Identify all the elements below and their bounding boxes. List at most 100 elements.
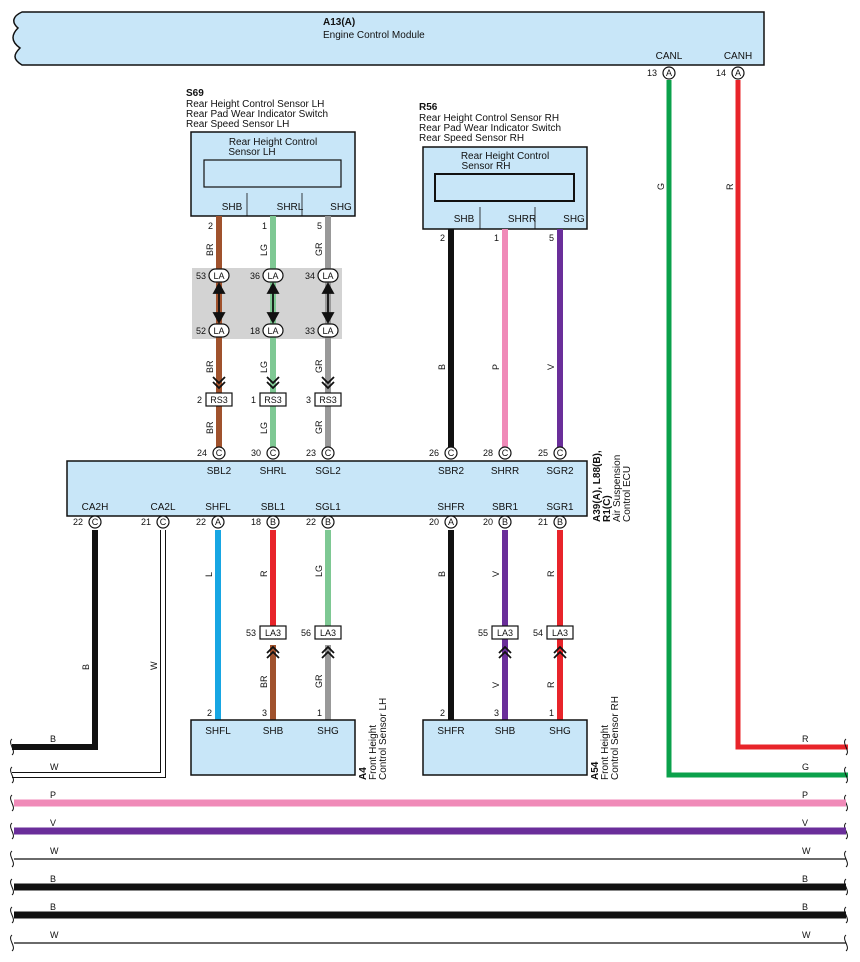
rs3-conn: RS3: [264, 395, 282, 405]
la-conn: LA: [322, 326, 333, 336]
pin-circle: [444, 515, 458, 529]
wire-label-g: G: [656, 183, 666, 190]
a4-pin-label: SHFL: [205, 726, 231, 737]
ecu-pin-label: SGL1: [315, 502, 341, 513]
la3-conn: LA3: [265, 628, 281, 638]
wire-break-mark: [844, 766, 848, 784]
pin-circle: [662, 66, 676, 80]
chevron-down-icon: [266, 376, 280, 390]
pin-number: 2: [197, 395, 202, 405]
pin-conn-letter: B: [502, 517, 508, 527]
pin-circle: [498, 515, 512, 529]
bus-label: G: [802, 762, 809, 772]
pin-number: 20: [483, 517, 493, 527]
ecm-pins: 13 A 14 A: [647, 66, 745, 80]
bus-label: B: [50, 734, 56, 744]
pin-conn-letter: A: [215, 517, 221, 527]
pin-number: 30: [251, 448, 261, 458]
bus-label: W: [802, 846, 811, 856]
r56-inner-line-1: Rear Height Control: [461, 151, 549, 162]
s69-pin-label: SHB: [222, 202, 243, 213]
ecu-pin-label: SHFR: [437, 502, 464, 513]
chevron-down-icon: [212, 376, 226, 390]
ecu-pin-label: SBL2: [207, 466, 232, 477]
ecu-name-line-2: Control ECU: [622, 466, 633, 522]
ecu-pin-label: SHFL: [205, 502, 231, 513]
pin-number: 3: [262, 708, 267, 718]
wire-label-v: V: [546, 364, 556, 370]
wire-label-p: P: [491, 364, 501, 370]
pin-circle: [321, 446, 335, 460]
wire-label-r: R: [546, 570, 556, 577]
r56-line-3: Rear Speed Sensor RH: [419, 133, 524, 144]
rs3-box: [205, 392, 233, 407]
a4-name-line-1: Front Height: [368, 725, 379, 780]
bus-label: R: [802, 734, 809, 744]
chevron-up-icon: [498, 645, 512, 659]
bus-label: V: [802, 818, 808, 828]
pin-circle: [498, 446, 512, 460]
wire-label-gr: GR: [314, 242, 324, 256]
pin-conn-letter: B: [557, 517, 563, 527]
wire-break-mark: [844, 738, 848, 756]
s69-pin-label: SHRL: [277, 202, 304, 213]
a54-pin-label: SHG: [549, 726, 571, 737]
pin-number: 5: [549, 233, 554, 243]
r56-inner-line-2: Sensor RH: [462, 161, 511, 172]
la-pill: [317, 268, 339, 283]
a54-block: 2 3 1 SHFR SHB SHG A54 Front Height Cont…: [422, 696, 621, 780]
pin-conn-letter: C: [92, 517, 99, 527]
wire-ca2l-w-outline: [12, 530, 166, 778]
pin-number: 56: [301, 628, 311, 638]
rs3-box: [259, 392, 287, 407]
pin-circle: [212, 446, 226, 460]
wire-canl-g: [666, 80, 848, 778]
bus-label: W: [50, 846, 59, 856]
ecm-box: [12, 11, 765, 66]
la-conn: LA: [267, 326, 278, 336]
ecu-pin-label: CA2H: [82, 502, 109, 513]
la-conn: LA: [322, 271, 333, 281]
pin-conn-letter: C: [557, 448, 564, 458]
pin-conn-letter: A: [448, 517, 454, 527]
ecm-pin-canh-label: CANH: [724, 51, 752, 62]
la-connectors: 53 LA 36 LA 34 LA 52 LA 18 LA 33 LA: [196, 268, 339, 338]
r56-box: [422, 146, 588, 230]
ecu-box: [66, 460, 588, 517]
wire-label-gr: GR: [314, 420, 324, 434]
double-arrow-icon: [266, 282, 280, 324]
pin-conn-letter: C: [270, 448, 277, 458]
pin-circle: [88, 515, 102, 529]
ecm-id: A13(A): [323, 17, 355, 28]
pin-conn-letter: A: [666, 68, 672, 78]
pin-conn-letter: B: [270, 517, 276, 527]
s69-inner-line-2: Sensor LH: [228, 147, 275, 158]
wire-label-lg: LG: [259, 244, 269, 256]
rs3-conn: RS3: [210, 395, 228, 405]
a54-id: A54: [590, 761, 601, 780]
a4-pin-label: SHG: [317, 726, 339, 737]
pin-number: 1: [494, 233, 499, 243]
s69-box: [190, 131, 356, 217]
ecu-pin-label: SBR1: [492, 502, 519, 513]
pin-number: 33: [305, 326, 315, 336]
bus-label: B: [50, 902, 56, 912]
wire-break-mark: [10, 878, 14, 896]
wire-label-lg: LG: [314, 565, 324, 577]
chevron-up-icon: [321, 645, 335, 659]
wire-label-v: V: [491, 571, 501, 577]
pin-number: 2: [208, 221, 213, 231]
pin-circle: [266, 446, 280, 460]
pin-number: 5: [317, 221, 322, 231]
s69-inner-line-1: Rear Height Control: [229, 137, 317, 148]
a54-name-line-1: Front Height: [600, 725, 611, 780]
pin-number: 52: [196, 326, 206, 336]
r56-line-2: Rear Pad Wear Indicator Switch: [419, 123, 561, 134]
wire-break-mark: [10, 822, 14, 840]
pin-number: 2: [207, 708, 212, 718]
s69-line-3: Rear Speed Sensor LH: [186, 119, 289, 130]
pin-number: 14: [716, 68, 726, 78]
ecu-pin-label: SBR2: [438, 466, 465, 477]
ecu-pin-label: SHRR: [491, 466, 519, 477]
